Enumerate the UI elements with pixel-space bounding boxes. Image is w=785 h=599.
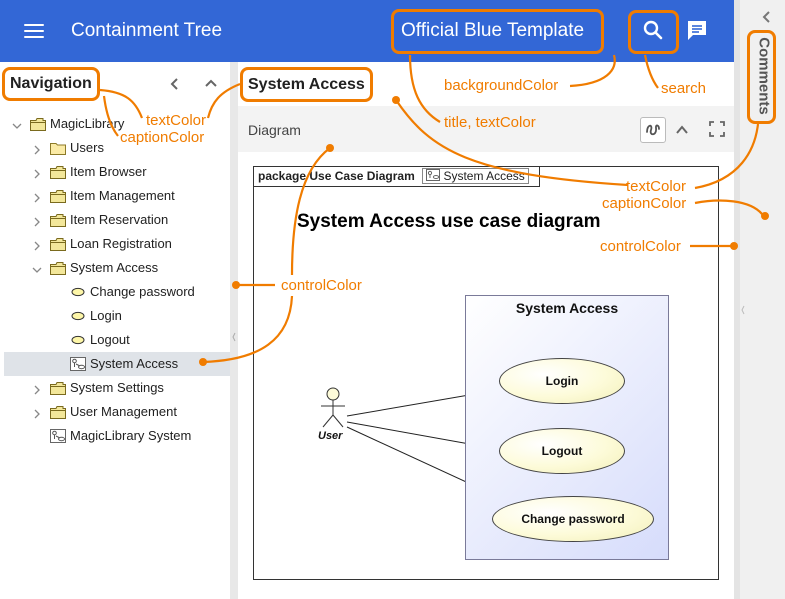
menu-icon[interactable] — [24, 22, 46, 40]
tree-item-label: Item Browser — [70, 164, 147, 179]
page-title: System Access — [248, 76, 365, 93]
diagram-tool-button[interactable] — [640, 117, 666, 143]
diagram-reference[interactable]: System Access — [422, 168, 529, 184]
collapse-up-icon[interactable] — [204, 77, 218, 91]
tree-item-label: MagicLibrary — [50, 116, 125, 131]
tree-item[interactable]: System Access — [4, 256, 230, 280]
package-icon — [50, 237, 66, 251]
comments-label[interactable]: Comments — [755, 37, 773, 115]
chevron-right-icon[interactable] — [32, 239, 42, 251]
comments-icon[interactable] — [686, 19, 708, 41]
diagram-heading: System Access use case diagram — [297, 211, 601, 232]
usecase-icon — [70, 285, 86, 299]
back-icon[interactable] — [168, 77, 182, 91]
template-title: Official Blue Template — [401, 20, 585, 41]
panel-resize-handle[interactable] — [740, 300, 746, 320]
actor-icon — [321, 387, 345, 428]
tree-item-label: System Access — [90, 356, 179, 371]
usecase-logout[interactable]: Logout — [499, 428, 625, 474]
package-icon — [50, 189, 66, 203]
chevron-right-icon[interactable] — [32, 407, 42, 419]
tree-item-label: MagicLibrary System — [70, 428, 192, 443]
tree-item-label: Users — [70, 140, 104, 155]
actor-user[interactable] — [309, 385, 359, 445]
package-icon — [50, 261, 66, 275]
chevron-down-icon[interactable] — [12, 119, 22, 129]
tree-item-label: Login — [90, 308, 122, 323]
package-icon — [30, 117, 46, 131]
draw-tool-icon — [646, 124, 660, 136]
chevron-right-icon[interactable] — [32, 383, 42, 395]
tree-item-label: Logout — [90, 332, 130, 347]
tree-item[interactable]: System Access — [4, 352, 230, 376]
tree-item[interactable]: Logout — [4, 328, 230, 352]
chevron-left-icon[interactable] — [760, 10, 774, 24]
actor-label: User — [318, 430, 343, 442]
tree-item[interactable]: User Management — [4, 400, 230, 424]
header-bar: Containment Tree Official Blue Template — [0, 0, 734, 62]
tree-item[interactable]: Item Management — [4, 184, 230, 208]
tree-item-label: System Access — [70, 260, 159, 275]
tree-item[interactable]: Item Reservation — [4, 208, 230, 232]
tree-item-label: Item Management — [70, 188, 175, 203]
tree-item-label: Item Reservation — [70, 212, 169, 227]
use-case-diagram[interactable]: package Use Case Diagram System Access S… — [253, 166, 719, 580]
diagram-label: Diagram — [248, 122, 301, 138]
usecase-icon — [70, 333, 86, 347]
splitter-grip-icon[interactable] — [232, 322, 236, 352]
system-boundary-title: System Access — [515, 300, 619, 316]
usecase-login[interactable]: Login — [499, 358, 625, 404]
fullscreen-icon[interactable] — [708, 120, 726, 138]
chevron-down-icon[interactable] — [32, 263, 42, 273]
diagram-icon — [70, 357, 86, 371]
chevron-right-icon[interactable] — [32, 191, 42, 203]
panel-splitter[interactable] — [230, 62, 238, 599]
diagram-icon — [426, 169, 441, 181]
chevron-right-icon[interactable] — [32, 215, 42, 227]
tree-item[interactable]: Login — [4, 304, 230, 328]
comments-panel: Comments — [734, 0, 785, 599]
diagram-reference-label: System Access — [443, 169, 525, 183]
tree-item[interactable]: Users — [4, 136, 230, 160]
app-title: Containment Tree — [71, 20, 223, 41]
navigation-title: Navigation — [10, 75, 92, 92]
tree-item[interactable]: MagicLibrary System — [4, 424, 230, 448]
package-tab: package Use Case Diagram System Access — [254, 167, 540, 187]
chevron-right-icon[interactable] — [32, 143, 42, 155]
folder-icon — [50, 141, 66, 155]
package-icon — [50, 165, 66, 179]
tree-item-label: System Settings — [70, 380, 164, 395]
tree-item-label: User Management — [70, 404, 177, 419]
tree-item[interactable]: Item Browser — [4, 160, 230, 184]
tree-item[interactable]: System Settings — [4, 376, 230, 400]
usecase-change-password[interactable]: Change password — [492, 496, 654, 542]
tree-item-label: Loan Registration — [70, 236, 172, 251]
tree-item[interactable]: Change password — [4, 280, 230, 304]
package-icon — [50, 405, 66, 419]
usecase-icon — [70, 309, 86, 323]
package-name: Use Case Diagram — [309, 169, 415, 183]
diagram-toolbar: Diagram — [238, 106, 734, 152]
tree-item[interactable]: Loan Registration — [4, 232, 230, 256]
tree-item-label: Change password — [90, 284, 195, 299]
package-icon — [50, 381, 66, 395]
diagram-icon — [50, 429, 66, 443]
content-panel: System Access Diagram package Use Case D… — [238, 62, 734, 599]
chevron-right-icon[interactable] — [32, 167, 42, 179]
search-icon[interactable] — [641, 18, 665, 42]
package-icon — [50, 213, 66, 227]
chevron-up-icon[interactable] — [674, 122, 690, 138]
tree-item[interactable]: MagicLibrary — [4, 112, 230, 136]
package-keyword: package — [258, 169, 307, 183]
